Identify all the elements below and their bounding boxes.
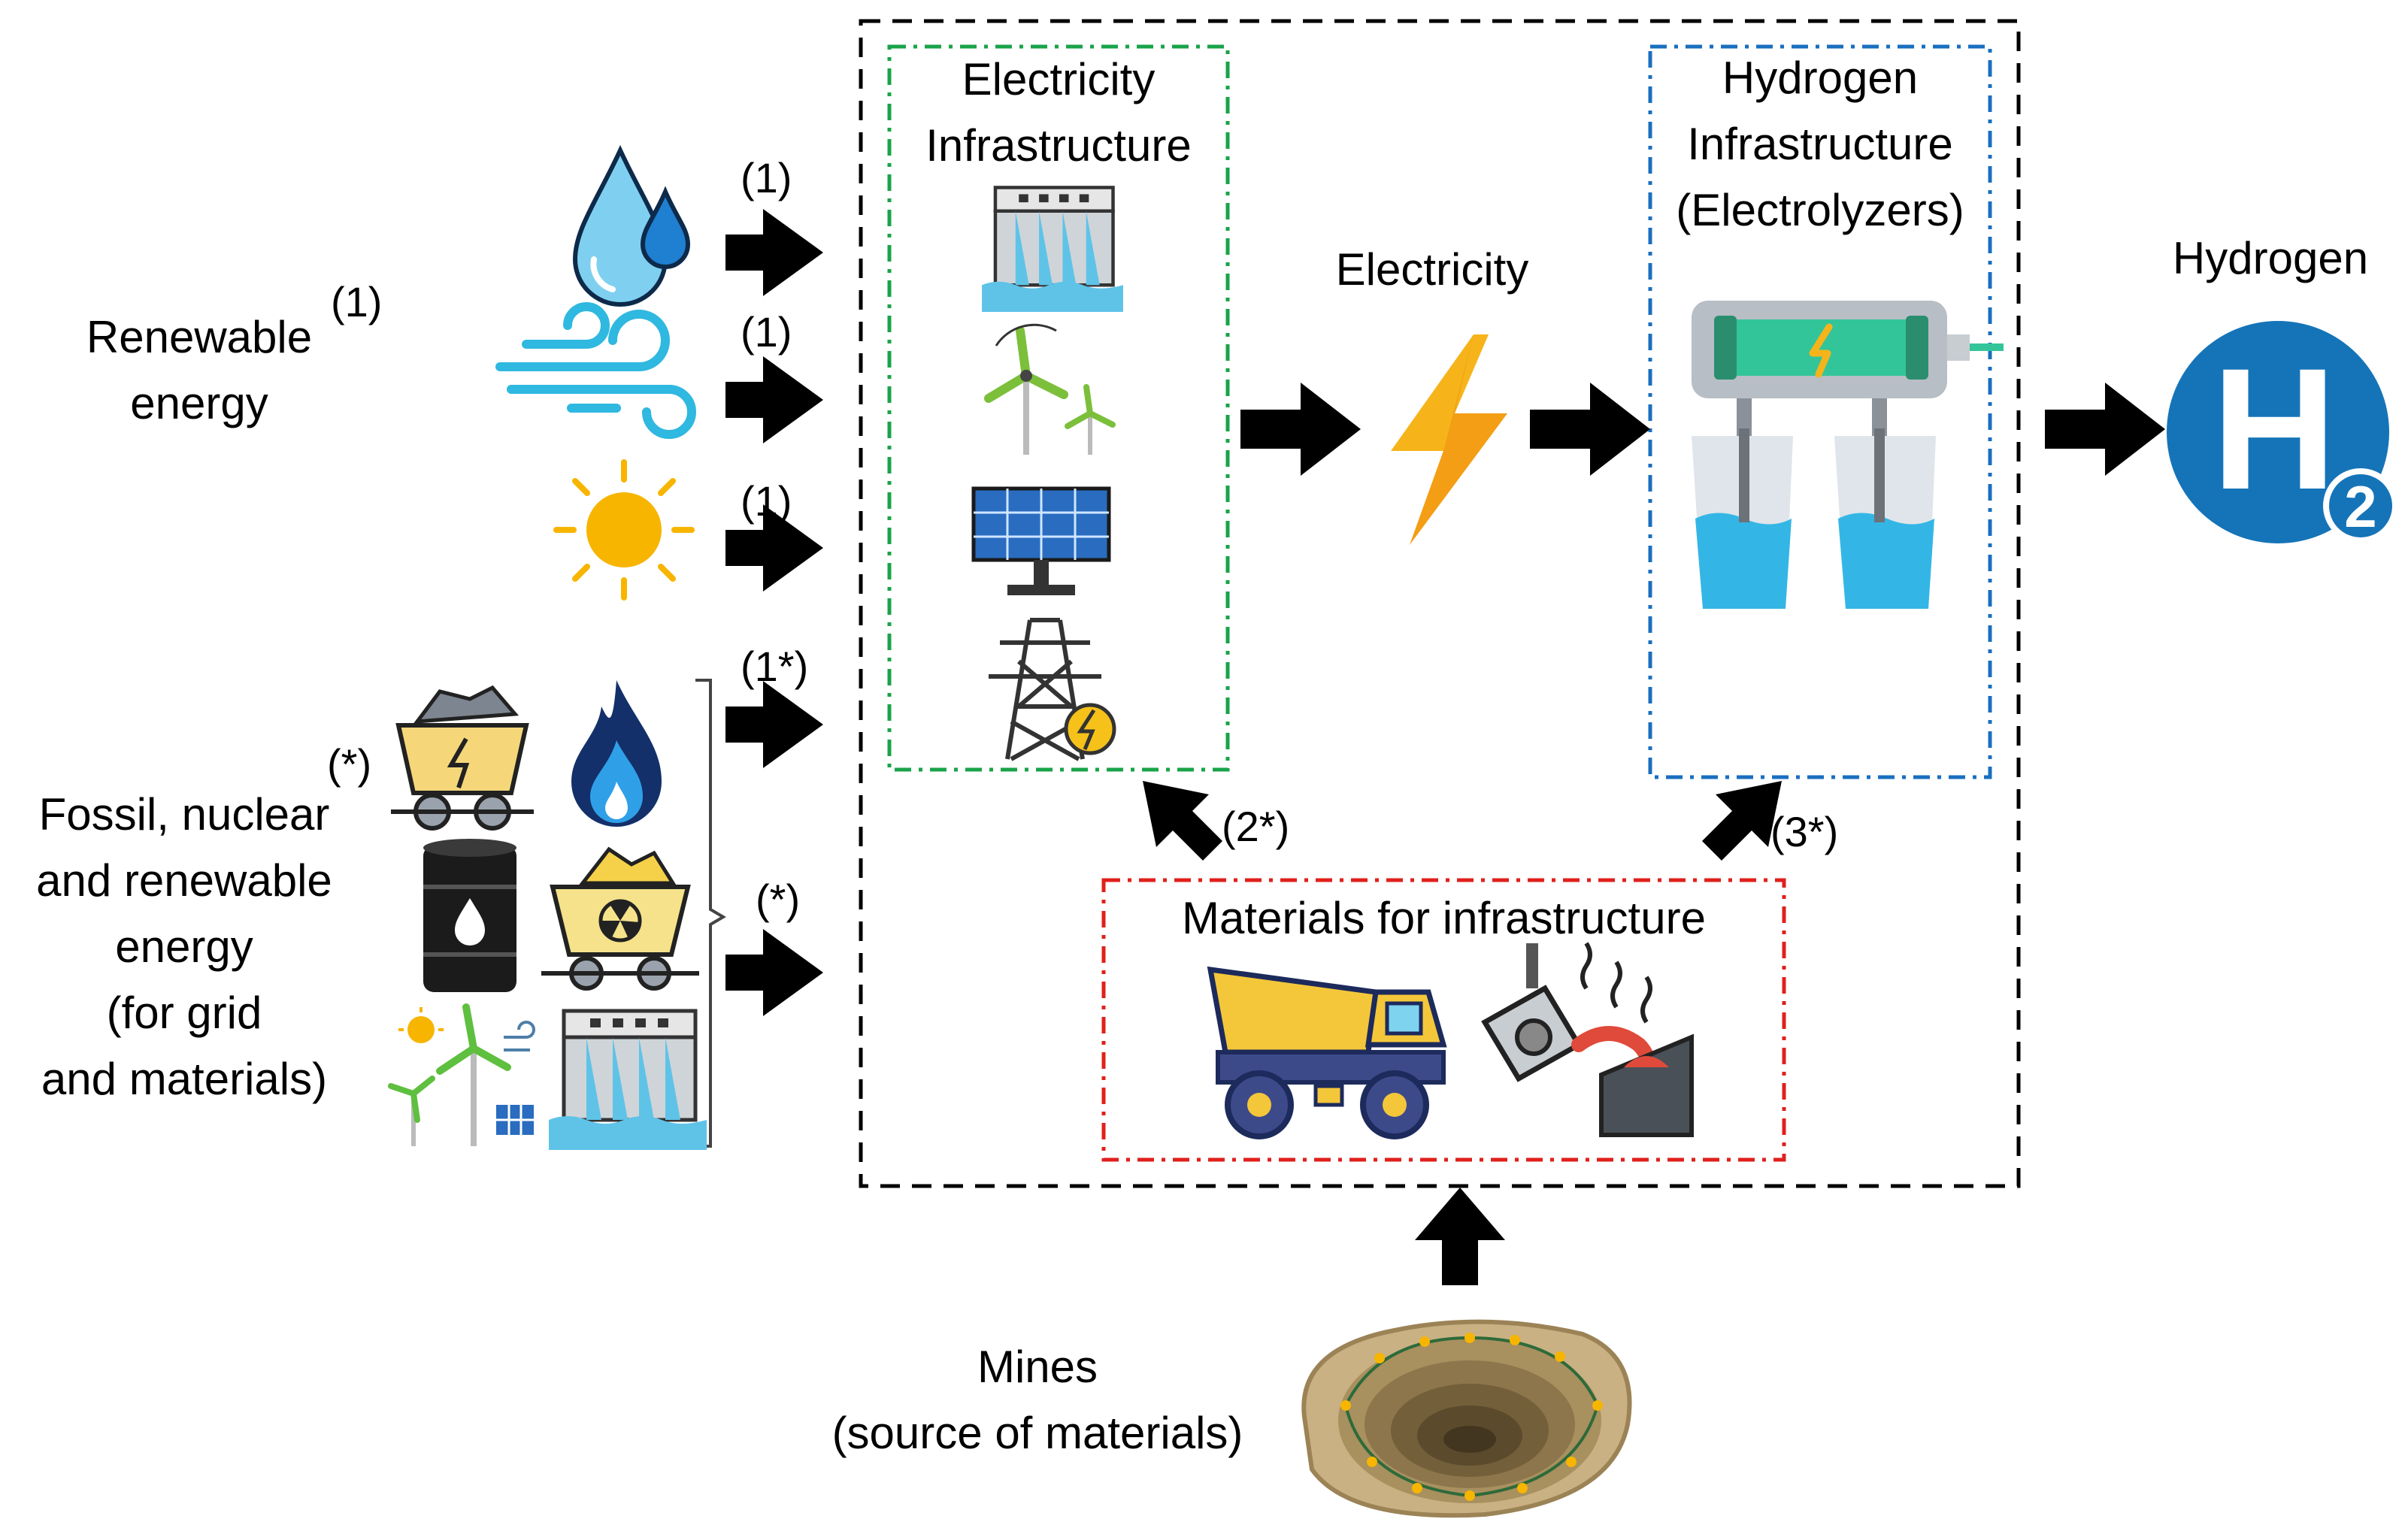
electricity-infra-line-1: Electricity	[962, 54, 1156, 104]
hydrogen-infra-line-3: (Electrolyzers)	[1676, 185, 1964, 235]
h2-letter: H	[2212, 332, 2337, 525]
renewable-tag: (1)	[331, 278, 383, 325]
hydrogen-infra-line-1: Hydrogen	[1722, 53, 1919, 103]
uranium-cart-icon	[541, 846, 699, 991]
electricity-label: Electricity	[1335, 244, 1529, 295]
electricity-infrastructure-title: Electricity Infrastructure	[889, 47, 1228, 179]
renewables-mix-icon	[388, 1003, 535, 1146]
hydro-dam-icon	[982, 186, 1123, 312]
dump-truck-icon	[1207, 966, 1447, 1139]
arrow-tag-sun: (1)	[741, 477, 792, 525]
lightning-bolt-icon	[1391, 334, 1507, 545]
renewable-line-2: energy	[130, 378, 268, 428]
mines-line-2: (source of materials)	[831, 1408, 1243, 1458]
arrow-infra-to-electricity	[1240, 383, 1361, 476]
open-pit-mine-icon	[1301, 1319, 1632, 1518]
arrow-tag-water: (1)	[741, 154, 792, 201]
wind-icon	[495, 302, 696, 439]
arrow-materials-to-electricity	[1143, 781, 1222, 861]
system-boundary-box	[859, 19, 2021, 1188]
renewable-energy-label: Renewable energy	[64, 304, 335, 437]
arrow-tag-wind: (1)	[741, 308, 792, 356]
coal-cart-icon	[391, 685, 534, 831]
h2-subscript: 2	[2344, 474, 2376, 540]
arrow-materials-to-hydrogen	[1702, 781, 1782, 861]
mines-label: Mines (source of materials)	[789, 1334, 1286, 1466]
arrow-tag-materials-electricity: (2*)	[1222, 803, 1290, 850]
arrow-to-hydrogen-output	[2045, 383, 2165, 476]
fossil-line-2: and renewable	[36, 855, 332, 906]
hydrogen-infra-line-2: Infrastructure	[1687, 119, 1953, 169]
arrow-tag-fossil-lower: (*)	[756, 876, 801, 923]
electrolyzer-icon	[1692, 301, 2004, 609]
hydrogen-infrastructure-title: Hydrogen Infrastructure (Electrolyzers)	[1650, 45, 1990, 244]
arrow-sun	[725, 504, 823, 592]
fossil-line-3: energy	[115, 921, 253, 972]
water-drop-icon	[572, 144, 691, 307]
solar-panel-icon	[971, 486, 1111, 595]
arrow-water	[725, 209, 823, 296]
arrow-mines-to-system	[1415, 1188, 1505, 1285]
hydrogen-label: Hydrogen	[2172, 233, 2369, 283]
h2-icon: H 2	[2167, 321, 2398, 543]
arrow-wind	[725, 356, 823, 443]
electricity-infra-line-2: Infrastructure	[925, 120, 1192, 171]
materials-box	[1101, 878, 1786, 1162]
fossil-tag: (*)	[327, 740, 372, 788]
hydrogen-infrastructure-box	[1648, 44, 1992, 779]
renewable-line-1: Renewable	[86, 312, 313, 362]
wind-turbine-icon	[984, 323, 1116, 455]
sun-icon	[553, 459, 695, 601]
hydro-dam-icon	[549, 1009, 707, 1150]
gas-flame-icon	[571, 680, 662, 827]
fossil-line-4: (for grid	[106, 988, 262, 1038]
fossil-line-5: and materials)	[41, 1054, 328, 1104]
oil-barrel-icon	[423, 839, 516, 992]
mines-line-1: Mines	[977, 1342, 1098, 1392]
materials-label: Materials for infrastructure	[1182, 893, 1706, 943]
power-tower-icon	[989, 618, 1116, 761]
fossil-line-1: Fossil, nuclear	[38, 789, 330, 840]
fossil-group-bracket	[695, 679, 726, 1148]
arrow-fossil-upper	[725, 681, 823, 768]
smelter-icon	[1481, 942, 1694, 1137]
arrow-tag-fossil-upper: (1*)	[741, 643, 809, 690]
arrow-tag-materials-hydrogen: (3*)	[1770, 808, 1839, 855]
electricity-infrastructure-box	[887, 44, 1230, 772]
arrow-fossil-lower	[725, 929, 823, 1016]
fossil-energy-label: Fossil, nuclear and renewable energy (fo…	[0, 782, 368, 1112]
arrow-electricity-to-hydrogen	[1530, 383, 1650, 476]
